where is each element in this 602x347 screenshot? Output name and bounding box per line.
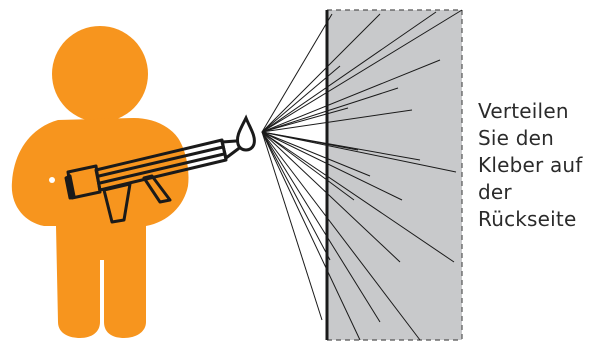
instruction-line-4: der	[478, 179, 598, 206]
instruction-line-2: Sie den	[478, 125, 598, 152]
instruction-line-5: Rückseite	[478, 206, 598, 233]
instruction-line-3: Kleber auf	[478, 152, 598, 179]
instruction-line-1: Verteilen	[478, 98, 598, 125]
spray-line	[262, 132, 330, 260]
instruction-text: Verteilen Sie den Kleber auf der Rücksei…	[478, 98, 598, 233]
adhesive-drop-icon	[237, 118, 254, 150]
wall-panel-icon	[327, 10, 462, 340]
